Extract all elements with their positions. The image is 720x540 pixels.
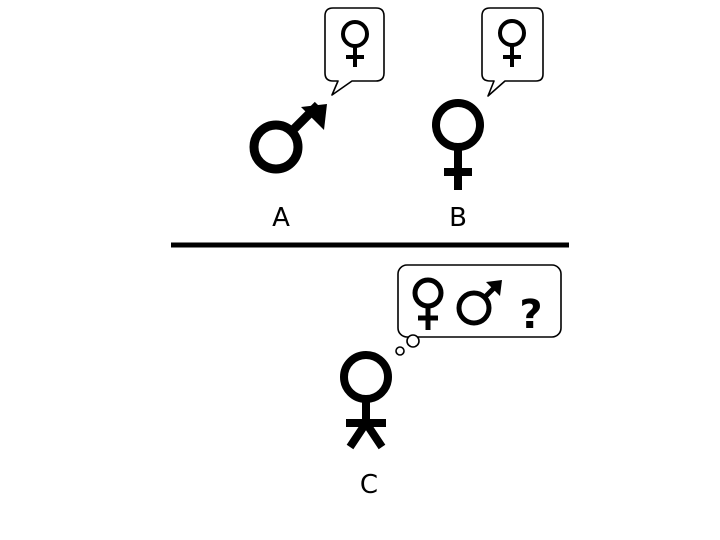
person-figure-icon <box>340 351 392 450</box>
label-b: B <box>449 203 467 233</box>
male-icon <box>249 101 322 174</box>
person-b: B <box>432 7 544 233</box>
thought-bubble-c: ? <box>395 264 562 356</box>
person-a: A <box>249 7 385 233</box>
female-icon <box>341 20 369 67</box>
person-c: ? C <box>340 264 562 500</box>
label-c: C <box>360 470 378 500</box>
label-a: A <box>272 203 290 233</box>
female-icon <box>432 99 484 190</box>
male-arrowhead <box>486 280 502 296</box>
female-icon <box>412 277 444 330</box>
speech-bubble-b <box>481 7 544 97</box>
thought-dot-large <box>406 334 420 348</box>
thought-dot-small <box>395 346 405 356</box>
female-icon <box>498 19 526 67</box>
speech-bubble-a <box>324 7 385 96</box>
male-arrowhead <box>301 104 327 130</box>
question-mark: ? <box>519 292 542 338</box>
